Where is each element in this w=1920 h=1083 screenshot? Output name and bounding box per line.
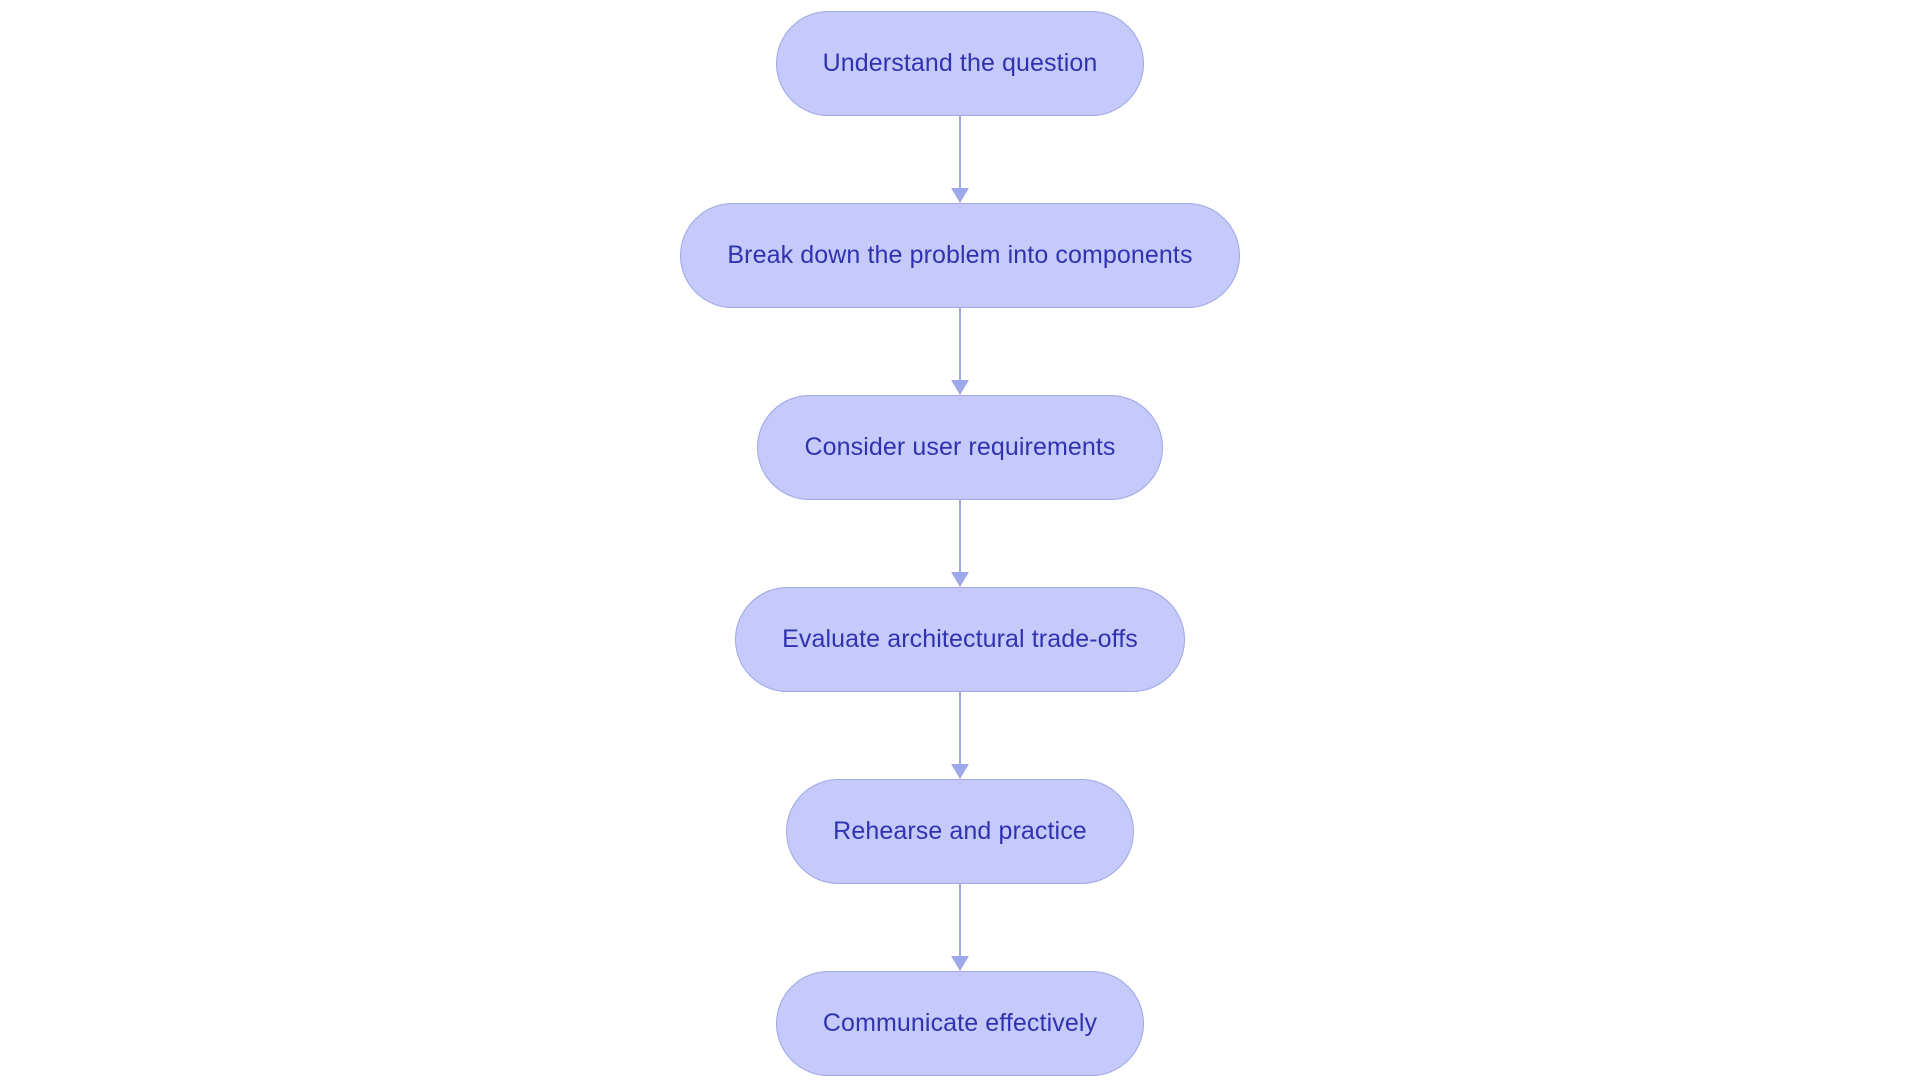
edge-line xyxy=(958,692,962,765)
arrow-down-icon xyxy=(951,380,969,395)
flow-edge-n1-n2 xyxy=(945,116,975,203)
flow-node-understand-the-question[interactable]: Understand the question xyxy=(775,11,1145,116)
flow-edge-n4-n5 xyxy=(945,692,975,779)
flow-node-evaluate-architectural-trade-offs[interactable]: Evaluate architectural trade-offs xyxy=(735,587,1185,692)
flow-edge-n5-n6 xyxy=(945,884,975,971)
flow-node-label: Communicate effectively xyxy=(822,1009,1098,1037)
flow-edge-n2-n3 xyxy=(945,308,975,395)
flow-node-label: Break down the problem into components xyxy=(727,241,1193,269)
flow-node-rehearse-and-practice[interactable]: Rehearse and practice xyxy=(786,779,1134,884)
flow-node-label: Understand the question xyxy=(822,49,1098,77)
flow-node-communicate-effectively[interactable]: Communicate effectively xyxy=(775,971,1145,1076)
arrow-down-icon xyxy=(951,188,969,203)
flow-edge-n3-n4 xyxy=(945,500,975,587)
edge-line xyxy=(958,308,962,381)
flow-node-break-down-the-problem-into-components[interactable]: Break down the problem into components xyxy=(680,203,1240,308)
edge-line xyxy=(958,884,962,957)
flow-node-label: Consider user requirements xyxy=(804,433,1116,461)
flow-node-consider-user-requirements[interactable]: Consider user requirements xyxy=(757,395,1163,500)
edge-line xyxy=(958,500,962,573)
arrow-down-icon xyxy=(951,764,969,779)
edge-line xyxy=(958,116,962,189)
arrow-down-icon xyxy=(951,572,969,587)
flow-node-label: Rehearse and practice xyxy=(833,817,1087,845)
flow-node-label: Evaluate architectural trade-offs xyxy=(782,625,1138,653)
arrow-down-icon xyxy=(951,956,969,971)
